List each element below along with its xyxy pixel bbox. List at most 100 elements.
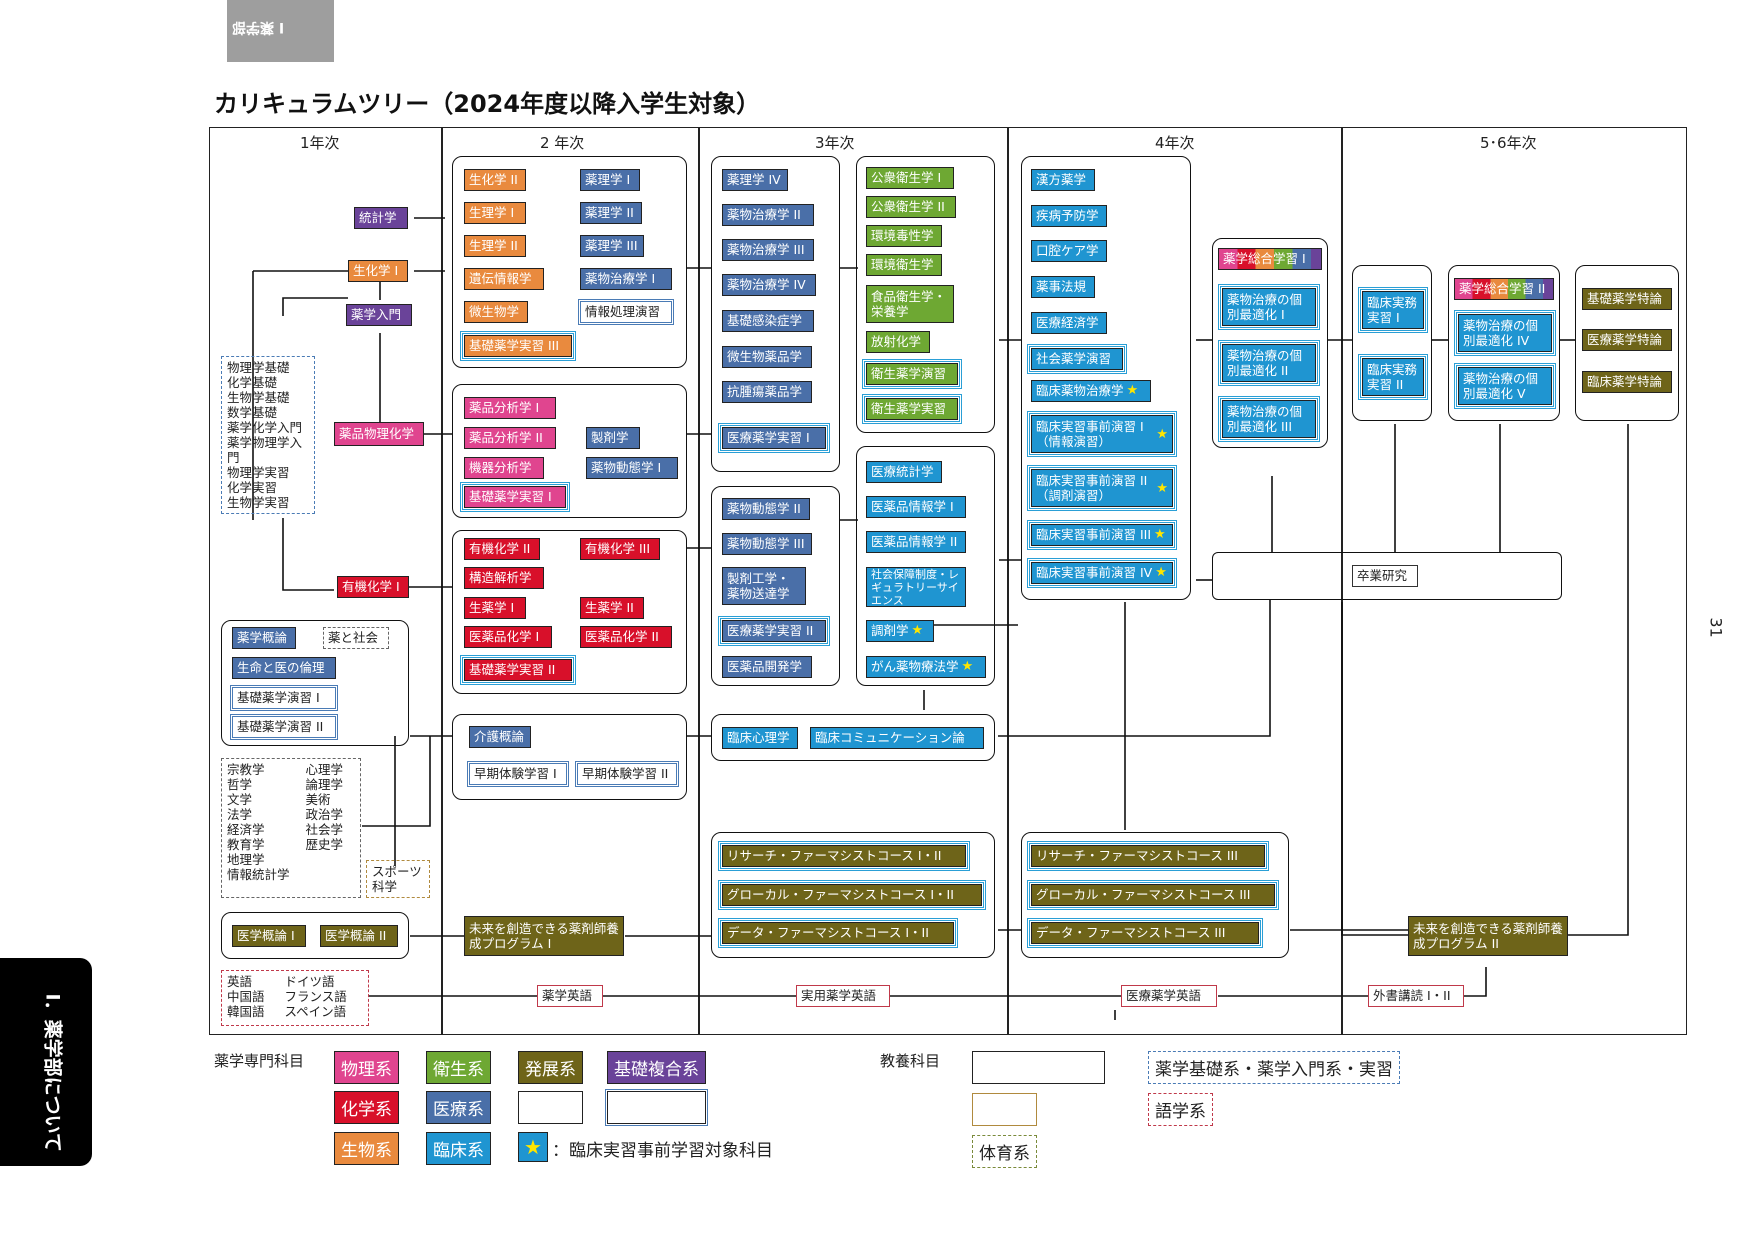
course-pharmaceutical-law: 薬事法規 xyxy=(1031,276,1095,298)
course-drug-information-2: 医薬品情報学 II xyxy=(866,531,966,553)
course-microbial-drugs: 微生物薬品学 xyxy=(722,346,812,368)
course-genetic-information: 遺伝情報学 xyxy=(464,268,544,290)
intro-group xyxy=(221,620,409,746)
course-personalized-therapy-5: 薬物治療の個別最適化 V xyxy=(1454,363,1556,409)
graduation-research-bar xyxy=(1212,552,1562,600)
course-environmental-hygiene: 環境衛生学 xyxy=(866,254,942,276)
y2-care-group xyxy=(452,714,687,800)
side-tab-label: I．薬学部について xyxy=(41,993,64,1153)
legend-clinical: 臨床系 xyxy=(426,1132,491,1165)
course-personalized-therapy-1: 薬物治療の個別最適化 I xyxy=(1218,284,1320,330)
course-medical-pharmacy-lab-1: 医療薬学実習 I xyxy=(718,423,830,453)
year-label: 1年次 xyxy=(300,134,340,152)
legend-professional-title: 薬学専門科目 xyxy=(214,1052,305,1070)
page-number: 31 xyxy=(1706,617,1726,638)
program-future-pharmacist-2: 未来を創造できる薬剤師養成プログラム II xyxy=(1408,916,1568,956)
course-foreign-reading: 外書講読 I・II xyxy=(1368,985,1464,1007)
legend-chemistry: 化学系 xyxy=(334,1091,399,1124)
y56-practice-group xyxy=(1352,265,1432,421)
language-course: フランス語 xyxy=(284,989,347,1004)
legend-biology: 生物系 xyxy=(334,1132,399,1165)
course-pre-clinical-exercise-3: 臨床実習事前演習 III xyxy=(1027,520,1177,550)
course-early-experience-1: 早期体験学習 I xyxy=(467,761,569,787)
course-basic-exercise-2: 基礎薬学演習 II xyxy=(230,714,338,740)
course-medical-pharmacy-special: 医療薬学特論 xyxy=(1582,329,1672,351)
tree-frame xyxy=(209,127,1687,1035)
course-pharmacy-english: 薬学英語 xyxy=(537,985,603,1007)
legend-language: 語学系 xyxy=(518,1091,583,1124)
year-label: 4年次 xyxy=(1155,134,1195,152)
basic-course: 薬学化学入門 xyxy=(227,420,303,435)
course-pharmacology-2: 薬理学 II xyxy=(580,202,642,224)
program-future-pharmacist-1: 未来を創造できる薬剤師養成プログラム I xyxy=(464,916,624,956)
column-divider xyxy=(1341,127,1343,1035)
course-sports-science: スポーツ科学 xyxy=(366,860,430,898)
y3-clinical-psych-group xyxy=(711,714,995,761)
legend-pharmacy-basic: 薬学基礎系・薬学入門系・実習 xyxy=(1148,1051,1400,1084)
legend-physical-education: 体育系 xyxy=(972,1135,1037,1168)
course-graduation-research: 卒業研究 xyxy=(1352,565,1418,587)
course-early-experience-2: 早期体験学習 II xyxy=(575,761,679,787)
course-cancer-pharmacotherapy: がん薬物療法学 xyxy=(866,656,986,678)
legend-hygiene: 衛生系 xyxy=(426,1051,491,1084)
course-basic-lab-3: 基礎薬学実習 III xyxy=(460,331,576,361)
course-clinical-pharmacy-special: 臨床薬学特論 xyxy=(1582,371,1672,393)
page-title: カリキュラムツリー（2024年度以降入学生対象） xyxy=(214,90,761,118)
course-pharmacology-1: 薬理学 I xyxy=(580,169,640,191)
basic-course: 薬学物理学入門 xyxy=(227,435,303,465)
course-medical-pharmacy-english: 医療薬学英語 xyxy=(1121,985,1217,1007)
course-clinical-practice-2: 臨床実務実習 II xyxy=(1358,354,1428,400)
y4-course-program-group xyxy=(1021,832,1289,958)
year-label: 2 年次 xyxy=(540,134,585,152)
course-personalized-therapy-3: 薬物治療の個別最適化 III xyxy=(1218,396,1320,442)
course-medicinal-chemistry-1: 医薬品化学 I xyxy=(464,626,552,648)
course-environmental-toxicology: 環境毒性学 xyxy=(866,225,942,247)
y3-clin-group xyxy=(856,446,995,686)
course-biochemistry-1: 生化学 I xyxy=(348,260,408,282)
course-clinical-pharmacotherapy: 臨床薬物治療学 xyxy=(1031,380,1151,402)
liberal-course: 論理学 xyxy=(305,777,344,792)
basic-course: 化学基礎 xyxy=(227,375,278,390)
column-divider xyxy=(441,127,443,1035)
liberal-arts-group: 宗教学 哲学 文学 法学 経済学 教育学 地理学 情報統計学 心理学 論理学 美… xyxy=(221,758,361,898)
liberal-course: 社会学 xyxy=(305,822,344,837)
legend-humanities: 人文自然社会系 xyxy=(972,1051,1105,1084)
language-course: スペイン語 xyxy=(284,1004,347,1019)
course-pharmacotherapy-4: 薬物治療学 IV xyxy=(722,274,816,296)
course-pre-clinical-exercise-4: 臨床実習事前演習 IV xyxy=(1027,558,1177,588)
course-structural-analysis: 構造解析学 xyxy=(464,567,544,589)
legend-practice: 実習・演習 xyxy=(605,1089,708,1126)
course-pharmacokinetics-2: 薬物動態学 II xyxy=(722,498,810,520)
basic-course: 物理学基礎 xyxy=(227,360,290,375)
chapter-tab xyxy=(227,0,334,62)
chapter-tab-label: I 薬学部 xyxy=(232,19,285,35)
course-drug-delivery: 製剤工学・薬物送達学 xyxy=(722,567,806,605)
course-pharmacokinetics-1: 薬物動態学 I xyxy=(586,457,678,479)
language-course: ドイツ語 xyxy=(284,974,335,989)
course-pharmacotherapy-1: 薬物治療学 I xyxy=(580,268,672,290)
legend-star-note: ：臨床実習事前学習対象科目 xyxy=(552,1141,773,1161)
course-medical-statistics: 医療統計学 xyxy=(866,461,942,483)
course-biochemistry-2: 生化学 II xyxy=(464,169,526,191)
liberal-course: 文学 xyxy=(227,792,253,807)
course-info-processing: 情報処理演習 xyxy=(578,299,674,325)
course-personalized-therapy-4: 薬物治療の個別最適化 IV xyxy=(1454,310,1556,356)
course-pharmacology-4: 薬理学 IV xyxy=(722,169,788,191)
basic-course: 生物学実習 xyxy=(227,495,290,510)
course-medical-pharmacy-lab-2: 医療薬学実習 II xyxy=(718,616,830,646)
course-antitumor-drugs: 抗腫瘍薬品学 xyxy=(722,381,812,403)
liberal-course: 情報統計学 xyxy=(227,867,290,882)
course-basic-pharmacy-special: 基礎薬学特論 xyxy=(1582,288,1672,310)
basic-course: 数学基礎 xyxy=(227,405,278,420)
course-public-health-2: 公衆衛生学 II xyxy=(866,196,956,218)
course-pharmacy-intro: 薬学入門 xyxy=(346,304,412,326)
y2-chem-group xyxy=(452,530,687,694)
course-medical-economics: 医療経済学 xyxy=(1031,312,1107,334)
course-social-security-regulatory-science: 社会保障制度・レギュラトリーサイエンス xyxy=(866,567,966,607)
legend-theme: 主題系 xyxy=(972,1093,1037,1126)
course-basic-lab-2: 基礎薬学実習 II xyxy=(460,655,576,685)
course-pre-clinical-exercise-1: 臨床実習事前演習 I（情報演習） xyxy=(1027,411,1177,457)
course-data-pharmacist-1-2: データ・ファーマシストコース I・II xyxy=(718,918,958,948)
language-course: 英語 xyxy=(227,974,253,989)
course-radiochemistry: 放射化学 xyxy=(866,331,930,353)
